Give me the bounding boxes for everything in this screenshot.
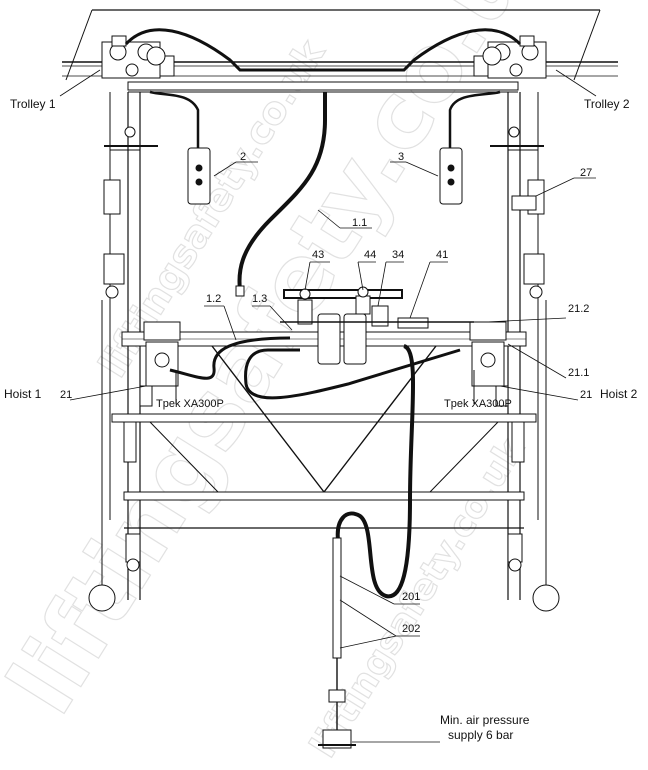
label-21-2: 21.2 (568, 303, 589, 315)
bottom-roller-right (507, 533, 523, 572)
label-201: 201 (402, 591, 420, 603)
label-hoist-1: Hoist 1 (4, 387, 42, 401)
label-44: 44 (364, 249, 376, 261)
supply-label-line1: Min. air pressure (440, 713, 530, 727)
top-crossbar (127, 81, 519, 93)
counterweight-left (88, 584, 116, 612)
hoist-2 (469, 321, 509, 407)
chain-bag-left (123, 421, 137, 463)
hoist-1 (139, 321, 181, 407)
label-21-right: 21 (580, 389, 592, 401)
counterweight-right (532, 584, 560, 612)
label-hoist-2: Hoist 2 (600, 387, 638, 401)
air-treatment-unit (280, 286, 474, 365)
trolley-1 (101, 35, 175, 79)
label-1-3: 1.3 (252, 293, 267, 305)
label-43: 43 (312, 249, 324, 261)
label-trolley-1: Trolley 1 (10, 97, 56, 111)
hose-202 (332, 537, 342, 659)
label-202: 202 (402, 623, 420, 635)
hoist-plate-left: Tpek XA300P (156, 398, 224, 410)
hose-1-1-coupling (235, 285, 245, 297)
pendant-hose-right (448, 90, 501, 148)
label-1-2: 1.2 (206, 293, 221, 305)
supply-label-line2: supply 6 bar (448, 728, 513, 742)
label-3: 3 (398, 151, 404, 163)
label-trolley-2: Trolley 2 (584, 97, 630, 111)
trolley-2 (473, 35, 547, 79)
hoist-plate-right: Tpek XA300P (444, 398, 512, 410)
supply-coupling (328, 689, 346, 703)
pendant-control-left (187, 147, 211, 205)
frame-right (490, 92, 545, 600)
label-21-1: 21.1 (568, 367, 589, 379)
pendant-control-right (439, 147, 463, 205)
pendant-hose-left (149, 90, 200, 148)
supply-connector (322, 729, 352, 749)
label-34: 34 (392, 249, 404, 261)
label-2: 2 (240, 151, 246, 163)
diagonal-bracing (149, 345, 499, 493)
label-27: 27 (580, 167, 592, 179)
label-41: 41 (436, 249, 448, 261)
bottom-roller-left (125, 533, 141, 572)
leader-lines (59, 69, 597, 743)
label-1-1: 1.1 (352, 217, 367, 229)
label-21-left: 21 (60, 389, 72, 401)
chain-bag-right (511, 421, 525, 463)
middle-beam (111, 413, 537, 423)
